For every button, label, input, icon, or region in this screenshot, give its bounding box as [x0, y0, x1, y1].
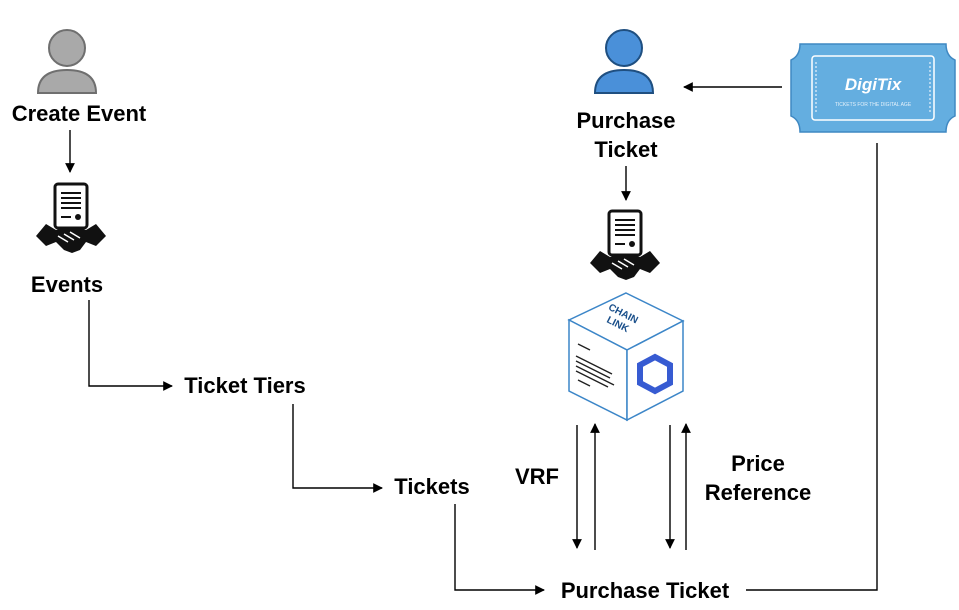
- user-icon-blue: [593, 29, 655, 94]
- ticket-tiers-label: Ticket Tiers: [184, 373, 305, 398]
- create-event-label: Create Event: [12, 101, 147, 126]
- chainlink-logo-icon: [637, 353, 673, 395]
- arrow-tiers-to-tickets: [292, 404, 383, 493]
- arrow-events-to-ticket-tiers: [88, 300, 173, 391]
- code-lines-icon: [575, 343, 615, 388]
- events-label: Events: [31, 272, 103, 297]
- vrf-label: VRF: [515, 464, 559, 489]
- digitix-subtitle: TICKETS FOR THE DIGITAL AGE: [835, 102, 912, 108]
- contract-handshake-icon: [590, 209, 660, 280]
- chainlink-cube-icon: CHAIN LINK: [567, 292, 685, 422]
- connector-purchase-to-ticket: [746, 143, 878, 591]
- arrow-tickets-to-purchase: [454, 504, 545, 595]
- digitix-brand: DigiTix: [845, 75, 903, 94]
- purchase-ticket-top-label-line1: Purchase: [576, 108, 675, 133]
- purchase-ticket-top-label-line2: Ticket: [594, 137, 658, 162]
- contract-handshake-icon: [36, 182, 106, 253]
- purchase-ticket-bottom-label: Purchase Ticket: [561, 578, 730, 603]
- tickets-label: Tickets: [394, 474, 469, 499]
- price-reference-label-line1: Price: [731, 451, 785, 476]
- price-reference-label-line2: Reference: [705, 480, 811, 505]
- user-icon-gray: [36, 29, 98, 94]
- digitix-ticket-icon: DigiTix TICKETS FOR THE DIGITAL AGE: [790, 43, 956, 133]
